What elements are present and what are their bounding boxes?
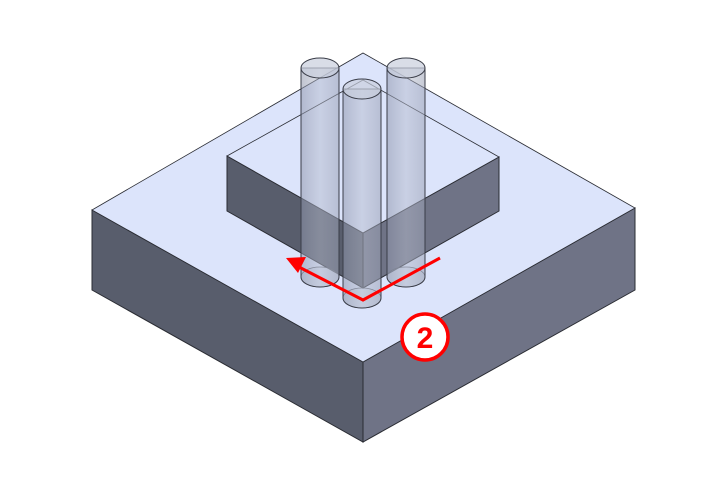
direction-arrow [286,256,441,302]
callout-number: 2 [417,322,434,355]
cylinder-left [300,57,340,288]
cylinder-body [300,67,340,288]
cylinder-top [386,57,426,79]
cylinder-body [386,67,426,288]
cylinder-top [300,57,340,79]
cylinder-body [342,88,382,309]
cylinder-middle [342,78,382,309]
cylinder-right [386,57,426,288]
callout-badge: 2 [400,312,450,362]
cylinder-top [342,78,382,100]
callout-circle [400,312,450,362]
arrow-head-icon [286,257,306,273]
cylinders [300,57,426,309]
arrow-path [296,256,441,302]
